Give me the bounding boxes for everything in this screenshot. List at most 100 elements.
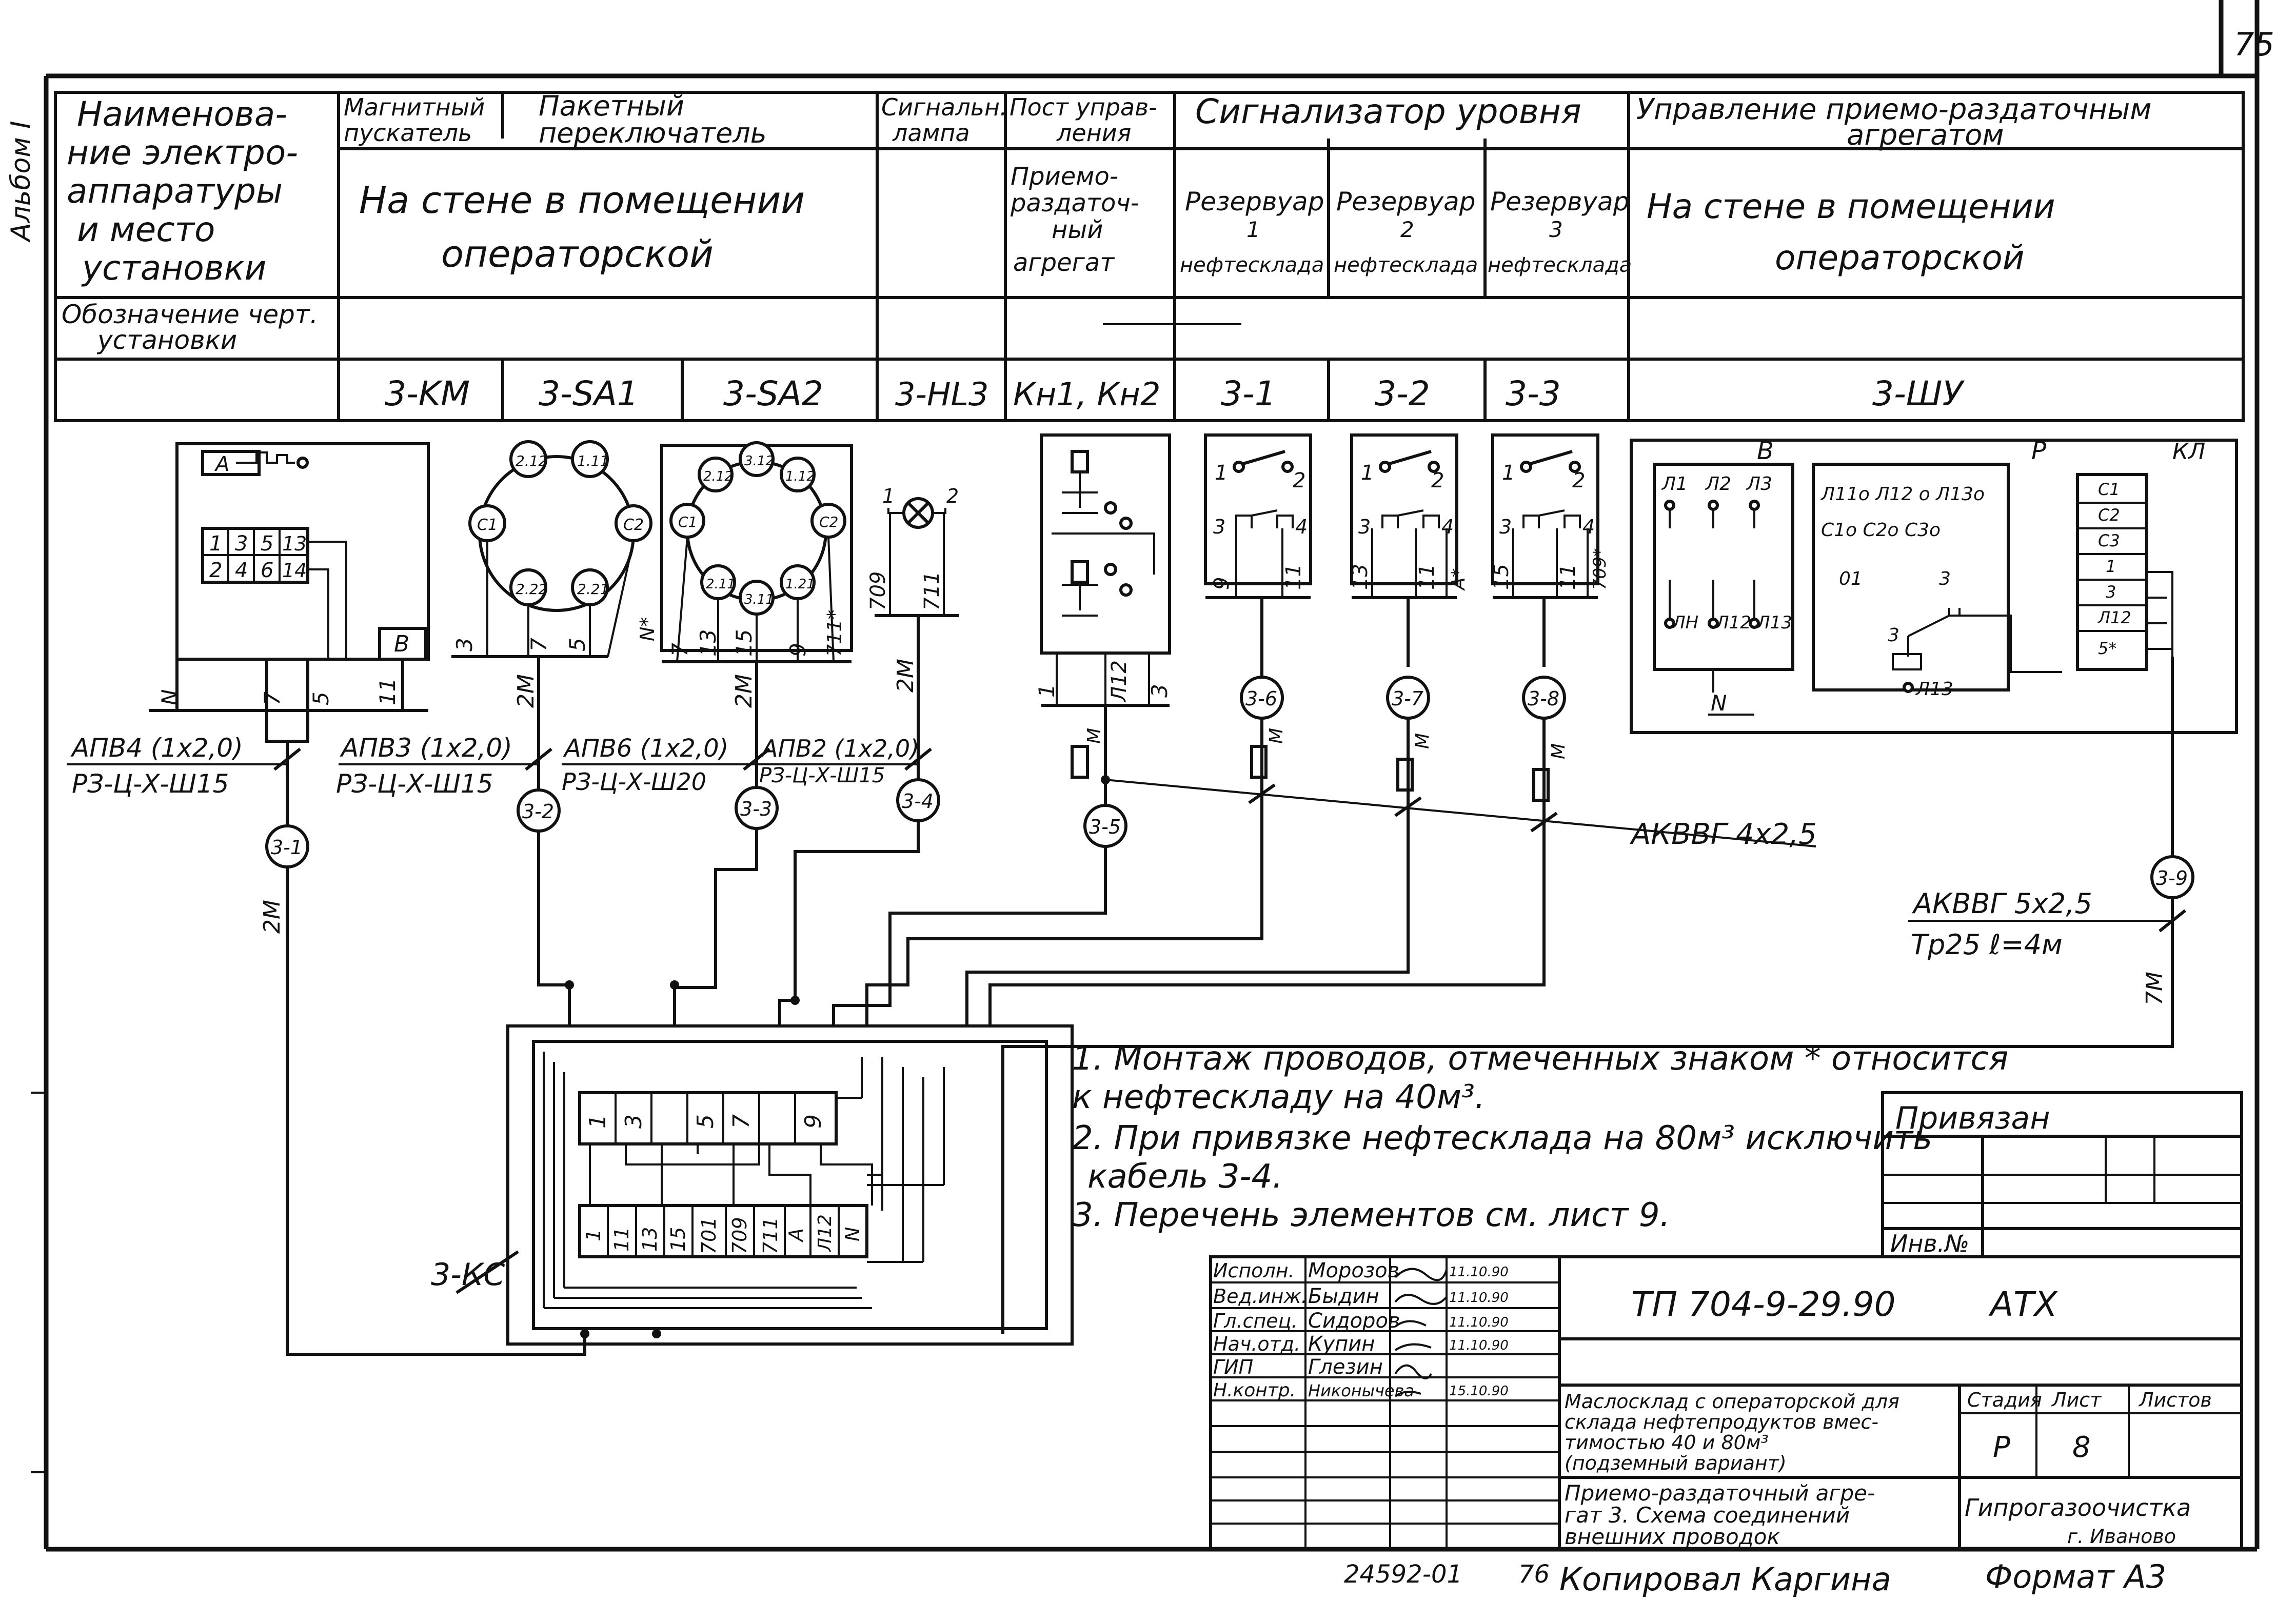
place-right-1: На стене в помещении <box>1647 187 2055 226</box>
designation-sa2: 3-SA2 <box>723 374 823 413</box>
tb-sheet: 8 <box>2072 1431 2091 1464</box>
designation-hl3: 3-HL3 <box>895 376 988 413</box>
reservoir1-1: Резервуар <box>1185 187 1324 216</box>
col-lamp-2: лампа <box>892 119 970 147</box>
cable-3-8-mark: 3-8 <box>1528 687 1559 710</box>
sa2-contact-311: 3.11 <box>744 592 774 607</box>
level1-term-3: 3 <box>1213 516 1225 538</box>
note-1-line-2: к нефтескладу на 40м³. <box>1072 1078 1485 1116</box>
cable-bus-spec: АКВВГ 4x2,5 <box>1630 818 1817 851</box>
shu-term-n: N <box>1711 690 1727 716</box>
post-place-3: ный <box>1052 215 1103 244</box>
col-switch-1: Пакетный <box>539 90 684 122</box>
reservoir1-3: нефтесклада <box>1180 253 1324 277</box>
cable-runs <box>67 626 2194 1048</box>
sa1-contact-221: 2.21 <box>577 581 609 598</box>
cable-3-7-length: М <box>1412 733 1433 749</box>
tb-date-6: 15.10.90 <box>1449 1384 1509 1399</box>
level3-term-4: 4 <box>1582 516 1595 538</box>
km-term-1: 1 <box>209 532 222 556</box>
cable-3-9-length: 7М <box>2142 972 2168 1005</box>
cable-3-1-length: 2М <box>259 900 285 934</box>
designation-km: 3-KM <box>385 374 470 413</box>
col-post-2: ления <box>1056 119 1131 147</box>
col-switch-2: переключатель <box>539 117 767 149</box>
cable-3-3-length: 2М <box>731 674 757 708</box>
row-label-name-5: установки <box>81 248 266 288</box>
footer-copied: Копировал Каргина <box>1559 1561 1891 1598</box>
kl-term-l12: Л12 <box>2097 608 2131 627</box>
tb-role-2: Вед.инж. <box>1213 1285 1308 1308</box>
level1-term-1: 1 <box>1215 461 1228 485</box>
tb-stage: Р <box>1993 1431 2010 1464</box>
reservoir3-2: 3 <box>1549 217 1563 242</box>
reservoir2-2: 2 <box>1400 217 1414 242</box>
sa1-contact-c2: C2 <box>623 516 644 534</box>
col-level-signal: Сигнализатор уровня <box>1195 92 1581 131</box>
level-signal-2: 1 2 3 4 13 11 A* <box>1349 433 1469 667</box>
sa2-wire-13: 13 <box>696 629 721 657</box>
designation-shu: 3-ШУ <box>1872 374 1965 413</box>
shu-term-l2: Л2 <box>1705 473 1731 495</box>
kc-bot-term-11: 11 <box>610 1227 633 1252</box>
control-cabinet-shu: B Л1 Л2 Л3 ЛН Л12 Л13 N P Л11о Л12 о Л13… <box>1630 437 2238 734</box>
note-1-line-1: 1. Монтаж проводов, отмеченных знаком * … <box>1072 1040 2008 1078</box>
level-signal-1: 1 2 3 4 9 11 <box>1204 433 1312 667</box>
km-term-4: 4 <box>235 559 248 582</box>
sa2-contact-112: 1.12 <box>785 469 815 484</box>
col-control-1: Управление приемо-раздаточным <box>1636 93 2152 126</box>
post-place-1: Приемо- <box>1011 162 1118 191</box>
shu-term-l3: Л3 <box>1746 473 1772 495</box>
sa2-contact-212: 2.12 <box>703 469 733 484</box>
note-2-line-1: 2. При привязке нефтесклада на 80м³ искл… <box>1072 1119 1932 1157</box>
tb-name-5: Глезин <box>1308 1355 1383 1379</box>
kc-bot-term-15: 15 <box>667 1227 689 1252</box>
kl-term-c3: С3 <box>2098 531 2120 550</box>
post-wire-1: 1 <box>1034 684 1059 698</box>
cable-3-3-spec-2: РЗ-Ц-Х-Ш20 <box>562 768 706 796</box>
shu-block-kl: КЛ <box>2172 439 2205 465</box>
cable-3-5-length: М <box>1084 728 1105 744</box>
tb-project-1: Маслосклад с операторской для <box>1565 1390 1899 1413</box>
lamp-term-2: 2 <box>946 485 959 507</box>
sa1-wire-7: 7 <box>526 638 551 651</box>
kc-top-term-7: 7 <box>728 1114 755 1129</box>
shu-block-p: P <box>2031 437 2046 465</box>
footer-format: Формат А3 <box>1985 1558 2166 1595</box>
shu-p-l13: Л13 <box>1915 679 1953 700</box>
shu-term-l1: Л1 <box>1661 473 1688 495</box>
privyazan-title: Привязан <box>1895 1100 2050 1136</box>
footer: 24592-01 76 Копировал Каргина Формат А3 <box>1344 1558 2166 1598</box>
shu-p-3a: 3 <box>1939 568 1951 589</box>
shu-block-b: B <box>1757 437 1774 465</box>
level2-term-3: 3 <box>1358 516 1371 538</box>
tb-sheets-label: Листов <box>2138 1389 2212 1411</box>
tb-sheet-title-1: Приемо-раздаточный агре- <box>1565 1480 1875 1506</box>
footer-page: 76 <box>1518 1560 1550 1589</box>
level1-term-2: 2 <box>1293 469 1305 492</box>
post-place-4: агрегат <box>1013 248 1115 277</box>
sa2-contact-211: 2.11 <box>706 577 736 592</box>
title-block: Исполн. Вед.инж. Гл.спец. Нач.отд. ГИП Н… <box>1209 1255 2243 1551</box>
tb-code-suffix: АТХ <box>1988 1285 2058 1324</box>
cable-3-2-spec-1: АПВ3 (1x2,0) <box>340 733 512 763</box>
col-magnetic-starter-2: пускатель <box>344 119 472 147</box>
tb-org-2: г. Иваново <box>2067 1525 2176 1548</box>
sa1-wire-5: 5 <box>565 638 590 651</box>
cable-3-6-mark: 3-6 <box>1245 687 1277 710</box>
level2-wire-13: 13 <box>1349 564 1372 590</box>
cable-3-9-spec-1: АКВВГ 5x2,5 <box>1912 887 2092 920</box>
shu-term-ln: ЛН <box>1671 613 1698 633</box>
km-term-a: A <box>214 452 229 476</box>
level3-term-3: 3 <box>1499 516 1512 538</box>
tb-role-6: Н.контр. <box>1213 1380 1296 1401</box>
header-table <box>54 91 2245 422</box>
cable-3-2-mark: 3-2 <box>522 800 554 823</box>
packet-switch-sa1: 2.12 1.11 C1 C2 2.22 2.21 3 7 5 <box>451 440 652 667</box>
row-label-drawing-1: Обозначение черт. <box>62 300 318 329</box>
col-post-1: Пост управ- <box>1010 93 1157 121</box>
level3-term-2: 2 <box>1572 469 1585 492</box>
sa2-wire-7: 7 <box>667 643 692 657</box>
sa2-contact-c1: C1 <box>678 513 697 530</box>
kc-bot-term-709: 709 <box>728 1217 751 1254</box>
